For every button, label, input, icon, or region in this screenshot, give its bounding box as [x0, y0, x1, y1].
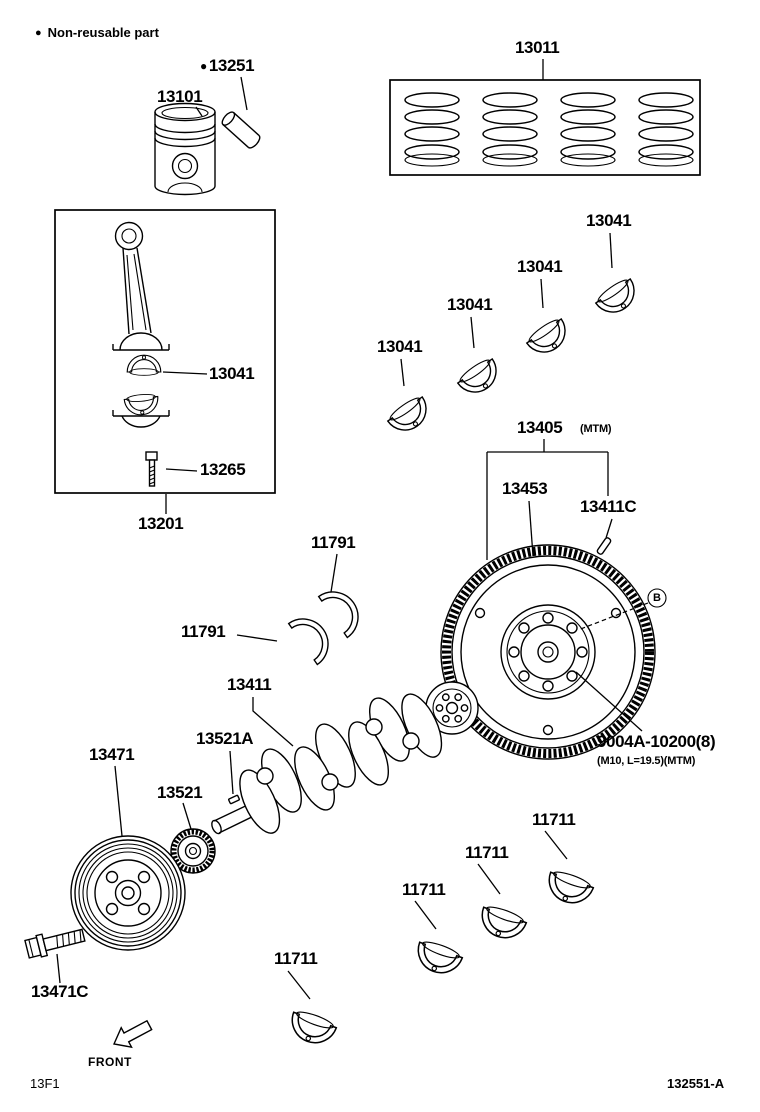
label-flywheel-note: (MTM)	[580, 423, 612, 435]
crankshaft-key-drawing	[228, 794, 240, 805]
timing-gear-drawing	[170, 828, 216, 874]
label-ring-gear[interactable]: 13453	[502, 479, 548, 498]
label-thrust-washer-1[interactable]: 11791	[311, 533, 356, 552]
pulley-bolt-drawing	[24, 928, 86, 959]
piston-drawing	[154, 102, 216, 196]
label-piston-ring-set[interactable]: 13011	[515, 38, 560, 57]
label-main-bearing-2[interactable]: 11711	[465, 843, 509, 862]
callout-b-circle	[647, 588, 667, 608]
label-piston-pin[interactable]: ●13251	[200, 56, 255, 75]
label-flywheel-pin[interactable]: 13411C	[580, 497, 637, 516]
label-rod-bearing-2[interactable]: 13041	[517, 257, 563, 276]
legend-non-reusable: ● Non-reusable part	[35, 25, 159, 41]
thrust-washers-drawing	[287, 581, 369, 666]
flywheel-drawing	[440, 544, 656, 760]
label-timing-gear[interactable]: 13521	[157, 783, 203, 802]
rod-bearing-shells	[384, 274, 643, 439]
label-crankshaft[interactable]: 13411	[227, 675, 272, 694]
legend-text: Non-reusable part	[47, 25, 159, 40]
pulley-drawing	[70, 835, 186, 951]
label-rod-bearing-4[interactable]: 13041	[377, 337, 423, 356]
piston-pin-drawing	[221, 111, 261, 149]
label-flywheel[interactable]: 13405	[517, 418, 563, 437]
connecting-rod-drawing	[112, 221, 170, 487]
flywheel-pin-drawing	[596, 537, 612, 555]
label-flywheel-bolt[interactable]: 9004A-10200(8)	[597, 732, 716, 751]
callout-b-letter: B	[653, 592, 661, 604]
label-main-bearing-3[interactable]: 11711	[402, 880, 446, 899]
label-crankshaft-key[interactable]: 13521A	[196, 729, 254, 748]
front-direction-label: FRONT	[88, 1055, 132, 1069]
figure-number: 132551-A	[667, 1076, 725, 1091]
non-reusable-dot-icon: ●	[200, 59, 207, 73]
label-rod-bearing-1[interactable]: 13041	[586, 211, 632, 230]
label-piston-pin-number: 13251	[208, 56, 255, 75]
label-thrust-washer-2[interactable]: 11791	[181, 622, 226, 641]
crankshaft-drawing	[211, 681, 479, 835]
label-main-bearing-1[interactable]: 11711	[532, 810, 576, 829]
label-rod-bearing-5[interactable]: 13041	[209, 364, 255, 383]
drawing-code: 13F1	[30, 1076, 60, 1091]
label-connecting-rod[interactable]: 13201	[138, 514, 184, 533]
label-pulley-bolt[interactable]: 13471C	[31, 982, 89, 1001]
connecting-rod-box	[54, 209, 276, 494]
ring-set-box	[389, 79, 701, 176]
label-flywheel-bolt-spec: (M10, L=19.5)(MTM)	[597, 755, 696, 767]
front-arrow-icon	[112, 1019, 153, 1049]
label-piston[interactable]: 13101	[157, 87, 203, 106]
non-reusable-dot-icon: ●	[35, 27, 42, 39]
label-rod-bolt[interactable]: 13265	[200, 460, 246, 479]
piston-rings-drawing	[404, 92, 694, 167]
label-pulley[interactable]: 13471	[89, 745, 135, 764]
label-rod-bearing-3[interactable]: 13041	[447, 295, 493, 314]
rod-bolt-drawing	[145, 451, 158, 487]
label-main-bearing-4[interactable]: 11711	[274, 949, 318, 968]
